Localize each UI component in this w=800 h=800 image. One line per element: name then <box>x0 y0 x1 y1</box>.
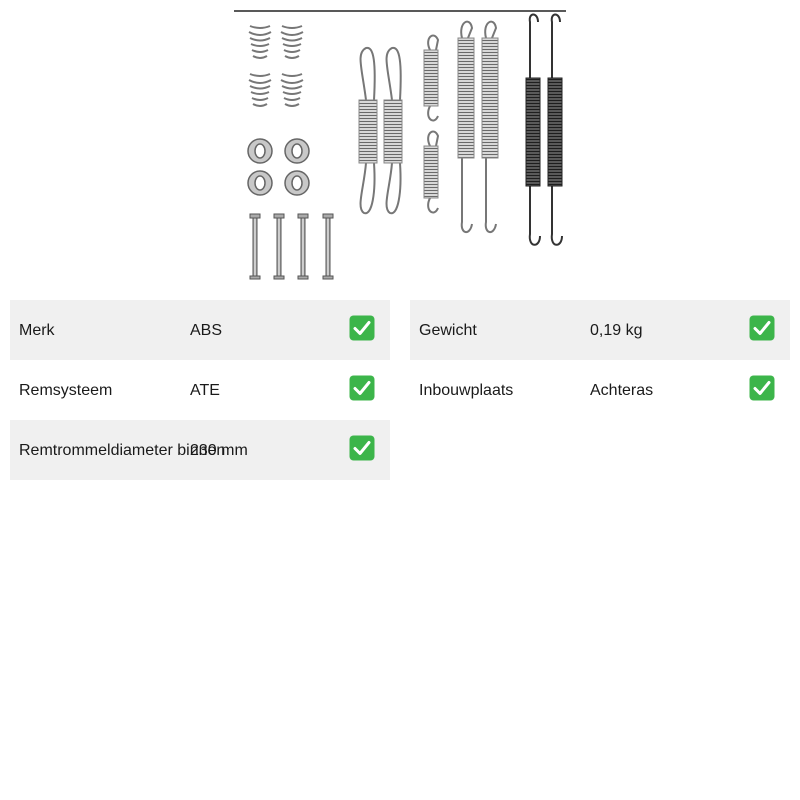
spec-label: Gewicht <box>419 322 477 339</box>
check-mark-icon <box>349 315 375 341</box>
spec-label: Inbouwplaats <box>419 382 514 399</box>
spec-value: 0,19 kg <box>590 322 643 339</box>
check-mark-icon <box>349 435 375 461</box>
check-mark-icon <box>349 375 375 401</box>
spec-label: Remtrommeldiameter binnen <box>19 442 226 459</box>
spec-row-brand: Merk ABS <box>10 300 390 360</box>
spec-row-installation-position: Inbouwplaats Achteras <box>410 360 790 420</box>
check-mark-icon <box>749 375 775 401</box>
spec-value: 230 mm <box>190 442 248 459</box>
spec-value: ATE <box>190 382 220 399</box>
specs-right: Gewicht 0,19 kg Inbouwplaats Achteras <box>410 300 790 420</box>
spec-label: Merk <box>19 322 55 339</box>
spec-value: ABS <box>190 322 223 339</box>
spec-row-brake-system: Remsysteem ATE <box>10 360 390 420</box>
product-image <box>234 8 566 286</box>
spec-value: Achteras <box>590 382 654 399</box>
specs-left: Merk ABS Remsysteem ATE Remtrommeldiamet… <box>10 300 390 480</box>
spec-row-weight: Gewicht 0,19 kg <box>410 300 790 360</box>
spec-row-drum-diameter: Remtrommeldiameter binnen 230 mm <box>10 420 390 480</box>
spec-label: Remsysteem <box>19 382 113 399</box>
check-mark-icon <box>749 315 775 341</box>
